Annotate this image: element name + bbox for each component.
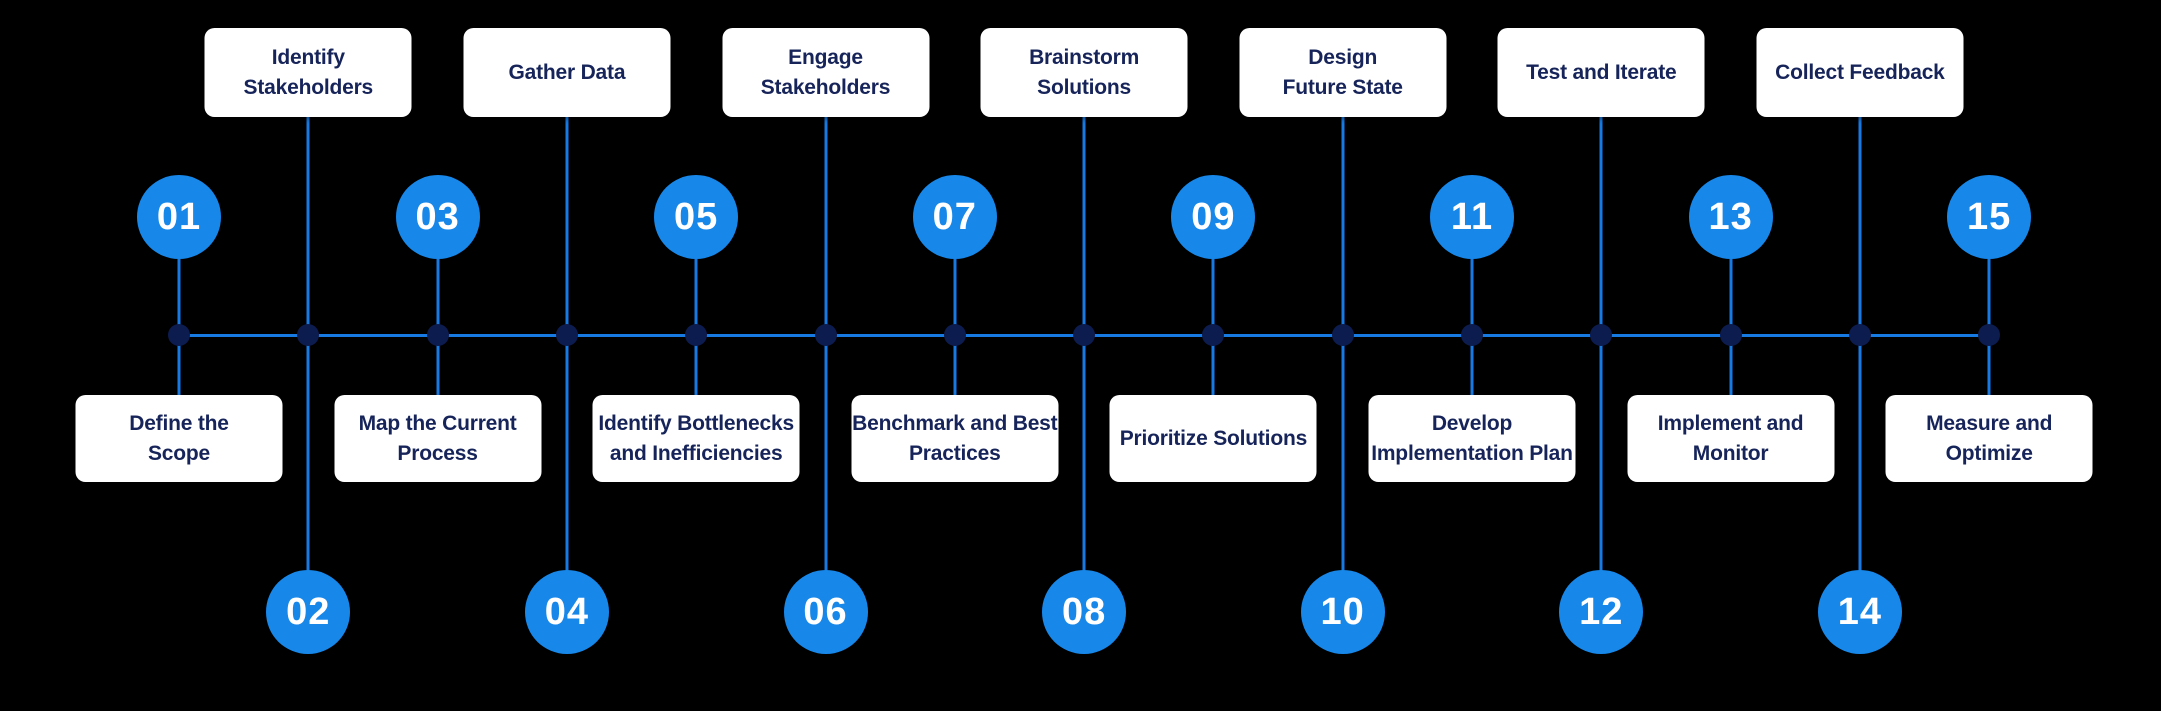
step-label-line: Gather Data [508, 60, 626, 84]
step-label-line: Process [397, 441, 478, 465]
step-number-circle: 05 [654, 175, 739, 259]
step-number: 12 [1579, 591, 1624, 633]
step-label-line: and Inefficiencies [609, 441, 783, 465]
step-label-line: Test and Iterate [1526, 60, 1677, 84]
step-number-circle: 04 [524, 570, 609, 654]
step-label-line: Brainstorm [1029, 45, 1140, 69]
timeline-node-dot [685, 324, 708, 346]
step-number: 08 [1061, 591, 1107, 633]
step-label-line: Stakeholders [760, 75, 891, 99]
step-number: 07 [932, 196, 977, 238]
timeline-node-dot [1073, 324, 1096, 346]
step-label-box: Define the Scope [75, 395, 283, 482]
step-number-circle: 09 [1171, 175, 1256, 259]
step-number-circle: 08 [1042, 570, 1127, 654]
step-number: 06 [803, 591, 848, 633]
timeline-node-dot [814, 324, 837, 346]
timeline-node-dot [1461, 324, 1483, 346]
step-label-line: Scope [147, 441, 211, 465]
step-label-box: Design Future State [1239, 28, 1447, 117]
timeline-node-dot [555, 324, 578, 346]
step-number-circle: 01 [137, 175, 221, 259]
step-number: 14 [1837, 591, 1883, 633]
step-number: 01 [156, 196, 202, 238]
timeline-node-dot [297, 324, 320, 346]
step-number-circle: 12 [1559, 570, 1644, 654]
step-label-box: Benchmark and Best Practices [851, 395, 1059, 482]
step-number: 03 [415, 196, 460, 238]
timeline-node-dot [426, 324, 449, 346]
step-label-box: Prioritize Solutions [1109, 395, 1317, 482]
step-label-line: Identify [271, 45, 345, 69]
timeline-node-dot [1202, 324, 1225, 346]
step-label-line: Implement and [1657, 411, 1804, 435]
step-label-box: Implement and Monitor [1627, 395, 1835, 482]
step-number-circle: 07 [912, 175, 997, 259]
timeline-node-dot [943, 324, 966, 346]
step-label-box: Engage Stakeholders [722, 28, 929, 117]
step-label-line: Identify Bottlenecks [598, 411, 794, 435]
step-number-circle: 15 [1947, 175, 2032, 259]
step-label-line: Design [1308, 45, 1378, 69]
step-number: 04 [544, 591, 590, 633]
step-label-line: Map the Current [358, 411, 517, 435]
timeline-node-dot [1331, 324, 1354, 346]
timeline-node-dot [1978, 324, 2001, 346]
step-label-box: Identify Stakeholders [204, 28, 412, 117]
step-number-circle: 14 [1817, 570, 1902, 654]
step-label-line: Collect Feedback [1775, 60, 1945, 84]
step-label-line: Monitor [1692, 441, 1769, 465]
step-number-circle: 03 [395, 175, 480, 259]
step-label-line: Prioritize Solutions [1119, 426, 1308, 450]
step-label-box: Develop Implementation Plan [1368, 395, 1576, 482]
step-number-circle: 06 [783, 570, 868, 654]
step-number-circle: 02 [266, 570, 351, 654]
step-number: 09 [1191, 196, 1236, 238]
step-label-line: Future State [1282, 75, 1403, 99]
step-number: 11 [1450, 196, 1494, 238]
step-label-line: Define the [129, 411, 229, 435]
timeline-node-dot [1719, 324, 1742, 346]
step-label-line: Measure and [1926, 411, 2053, 435]
step-number: 02 [286, 591, 331, 633]
timeline-node-dot [1590, 324, 1613, 346]
timeline-node-dot [168, 324, 190, 346]
step-label-box: Brainstorm Solutions [980, 28, 1188, 117]
step-label-box: Identify Bottlenecks and Inefficiencies [592, 395, 800, 482]
step-number: 10 [1320, 591, 1365, 633]
step-label-box: Collect Feedback [1756, 28, 1964, 117]
step-label-line: Practices [908, 441, 1001, 465]
step-label-box: Measure and Optimize [1885, 395, 2093, 482]
timeline-node-dot [1848, 324, 1871, 346]
step-label-line: Develop [1431, 411, 1513, 435]
step-label-line: Solutions [1037, 75, 1132, 99]
step-number: 13 [1708, 196, 1753, 238]
step-number-circle: 11 [1430, 175, 1514, 259]
step-label-line: Implementation Plan [1371, 441, 1573, 465]
step-label-box: Test and Iterate [1497, 28, 1705, 117]
step-number-circle: 10 [1300, 570, 1385, 654]
step-label-line: Stakeholders [243, 75, 374, 99]
step-label-box: Gather Data [463, 28, 671, 117]
step-number: 05 [674, 196, 719, 238]
step-label-box: Map the Current Process [334, 395, 542, 482]
step-label-line: Benchmark and Best [852, 411, 1058, 435]
step-label-line: Optimize [1945, 441, 2033, 465]
step-number-circle: 13 [1688, 175, 1773, 259]
step-label-line: Engage [788, 45, 863, 69]
step-number: 15 [1967, 196, 2012, 238]
